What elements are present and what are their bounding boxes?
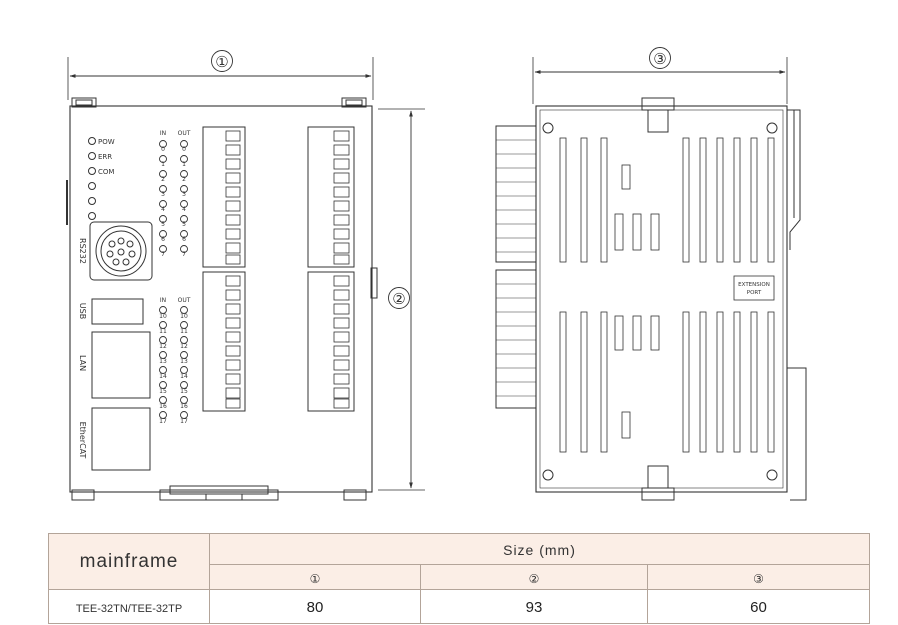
in-channel-number: 13 <box>159 358 167 365</box>
column-marker: ③ <box>753 571 764 586</box>
led-label-pow: POW <box>98 138 115 146</box>
in-channel-number: 4 <box>161 206 165 213</box>
column-header: ③ <box>647 564 870 590</box>
mainframe-header-label: mainframe <box>79 550 179 572</box>
side-view <box>495 47 807 501</box>
io-header-in: IN <box>160 297 166 304</box>
port-label-rs232: RS232 <box>78 238 87 264</box>
column-header: ② <box>420 564 648 590</box>
in-channel-number: 3 <box>161 191 165 198</box>
in-channel-number: 10 <box>159 313 167 320</box>
size-value: 93 <box>525 599 543 616</box>
port-label-lan: LAN <box>78 355 87 371</box>
model-name: TEE-32TN/TEE-32TP <box>75 603 183 615</box>
out-channel-number: 13 <box>180 358 188 365</box>
in-channel-number: 14 <box>159 373 167 380</box>
io-header-in: IN <box>160 130 166 137</box>
in-channel-number: 5 <box>161 221 165 228</box>
size-value: 80 <box>306 599 324 616</box>
port-label-usb: USB <box>78 303 87 319</box>
size-value: 60 <box>750 599 767 616</box>
out-channel-number: 4 <box>182 206 186 213</box>
out-channel-number: 12 <box>180 343 188 350</box>
front-view <box>66 50 425 501</box>
dimension-drawing: ① ② POW ERR COM RS232 USB LAN EtherCAT I… <box>66 47 807 501</box>
out-channel-number: 16 <box>180 403 188 410</box>
out-channel-number: 5 <box>182 221 186 228</box>
led-label-err: ERR <box>98 153 112 161</box>
model-cell: TEE-32TN/TEE-32TP <box>48 589 210 624</box>
in-channel-number: 2 <box>161 176 165 183</box>
out-channel-number: 2 <box>182 176 186 183</box>
out-channel-number: 14 <box>180 373 188 380</box>
in-channel-number: 16 <box>159 403 167 410</box>
dimension-marker-3: ③ <box>653 50 666 68</box>
out-channel-number: 0 <box>182 146 186 153</box>
out-channel-number: 17 <box>180 418 188 425</box>
table-row: TEE-32TN/TEE-32TP 80 93 60 <box>48 589 870 624</box>
port-label-ethercat: EtherCAT <box>78 422 87 459</box>
led-label-com: COM <box>98 168 114 176</box>
value-cell: 80 <box>209 589 421 624</box>
in-channel-number: 15 <box>159 388 167 395</box>
out-channel-number: 11 <box>180 328 188 335</box>
value-cell: 93 <box>420 589 648 624</box>
io-header-out: OUT <box>178 130 191 137</box>
in-channel-number: 12 <box>159 343 167 350</box>
out-channel-number: 15 <box>180 388 188 395</box>
in-channel-number: 17 <box>159 418 167 425</box>
extension-port-label: PORT <box>747 290 762 296</box>
extension-port-label: EXTENSION <box>738 282 770 288</box>
column-marker: ② <box>528 571 540 586</box>
out-channel-number: 6 <box>182 236 186 243</box>
size-table: mainframe Size (mm) ① ② ③ TEE-32TN/TEE-3… <box>48 533 870 624</box>
io-header-out: OUT <box>178 297 191 304</box>
in-channel-number: 7 <box>161 251 165 258</box>
dimension-marker-2: ② <box>392 290 405 308</box>
column-header: ① <box>209 564 421 590</box>
in-channel-number: 11 <box>159 328 167 335</box>
dimension-marker-1: ① <box>215 53 228 71</box>
mainframe-header: mainframe <box>48 533 210 590</box>
in-channel-number: 0 <box>161 146 165 153</box>
out-channel-number: 7 <box>182 251 186 258</box>
out-channel-number: 10 <box>180 313 188 320</box>
value-cell: 60 <box>647 589 870 624</box>
size-group-label: Size (mm) <box>503 541 576 558</box>
out-channel-number: 1 <box>182 161 186 168</box>
in-channel-number: 1 <box>161 161 165 168</box>
column-marker: ① <box>309 571 321 586</box>
out-channel-number: 3 <box>182 191 186 198</box>
in-channel-number: 6 <box>161 236 165 243</box>
size-group-header: Size (mm) <box>209 533 870 565</box>
